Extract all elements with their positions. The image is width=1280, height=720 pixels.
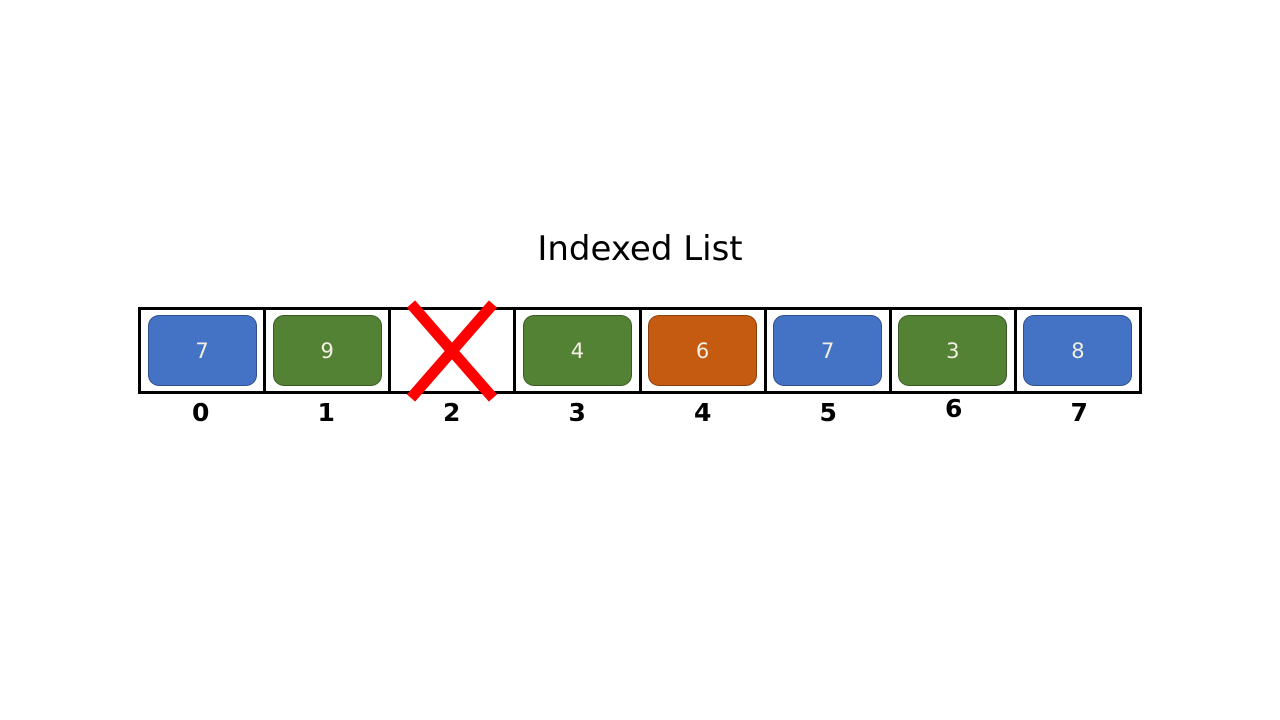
list-item-value: 6 [695,338,710,363]
list-item-value: 7 [821,338,835,363]
list-item-box: 8 [1023,315,1133,386]
list-item-value: 8 [1071,338,1085,363]
list-item-box: 9 [272,315,382,386]
list-cell: 3 [888,310,1014,391]
list-cell [388,299,514,402]
index-label: 6 [945,394,963,423]
list-cell: 9 [263,310,389,391]
list-item-value: 9 [320,338,334,363]
page-title: Indexed List [537,229,743,269]
index-label: 0 [192,398,210,427]
list-item-box: 4 [522,315,632,386]
list-item-value: 4 [570,338,585,363]
index-label: 3 [568,398,586,427]
index-label-row: 0 1 2 3 4 5 6 7 [138,394,1142,428]
list-item-box: 7 [147,315,257,386]
list-cell: 7 [141,310,264,391]
index-label: 7 [1070,398,1088,427]
list-cell: 4 [513,310,639,391]
indexed-list-table: 7 9 4 6 7 3 8 [138,299,1142,402]
index-label: 4 [694,398,712,427]
list-cell: 7 [763,310,889,391]
list-item-box: 3 [898,315,1008,386]
list-cell: 8 [1013,310,1139,391]
list-item-value: 7 [195,338,209,363]
index-label: 2 [443,398,461,427]
list-item-box: 7 [773,315,883,386]
list-cell: 6 [638,310,764,391]
index-label: 5 [819,398,837,427]
deleted-x-icon [407,299,498,402]
index-label: 1 [317,398,335,427]
list-item-value: 3 [946,338,960,363]
list-item-box: 6 [648,315,758,386]
